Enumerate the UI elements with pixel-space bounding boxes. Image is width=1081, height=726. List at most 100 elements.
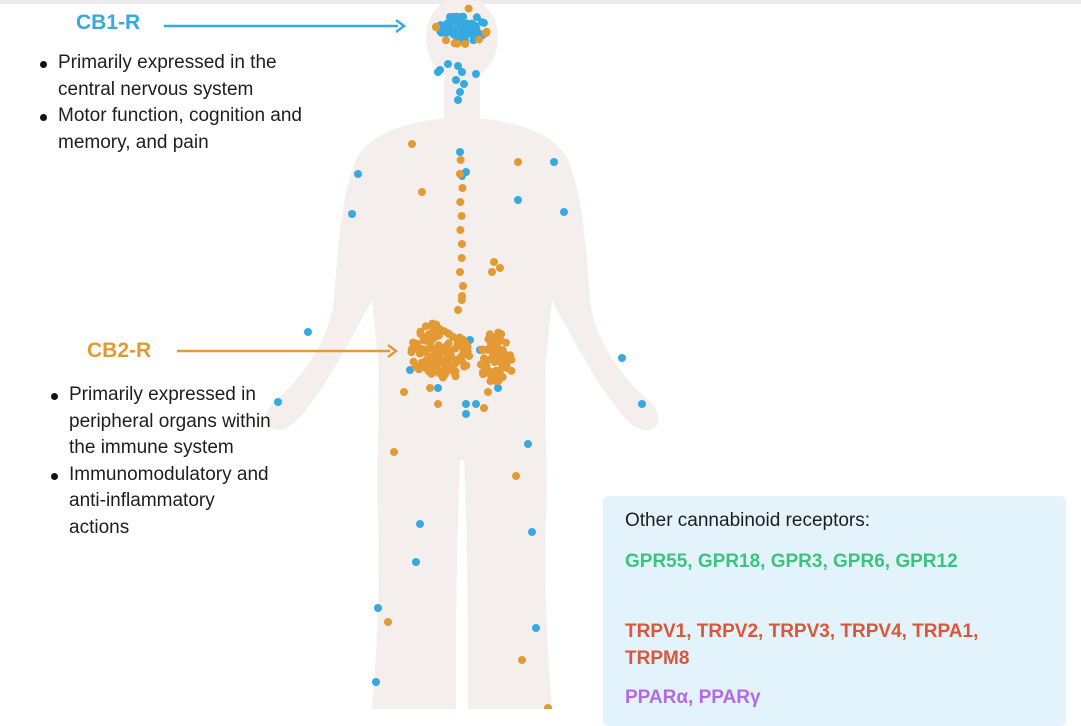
cb2-dot	[435, 369, 444, 378]
cb2-dot	[457, 240, 466, 248]
cb2-dot	[490, 258, 498, 266]
cb1-dot	[528, 528, 536, 536]
cb2-dot	[436, 325, 445, 334]
cb1-dot	[456, 88, 464, 96]
cb2-dot	[494, 328, 503, 337]
cb1-dot	[451, 31, 460, 40]
cb1-dot	[478, 18, 486, 27]
cb1-bullet-list: Primarily expressed in the central nervo…	[38, 50, 338, 156]
cb2-dot	[414, 343, 423, 352]
cb2-dot	[458, 184, 467, 192]
cb2-dot	[454, 306, 462, 314]
cb1-dot	[472, 400, 480, 408]
cb2-dot	[461, 39, 470, 48]
cb1-dot	[454, 96, 462, 104]
cb1-dot	[454, 62, 462, 70]
cb1-bullet: Primarily expressed in the central nervo…	[38, 50, 338, 103]
cb2-dot	[498, 354, 507, 363]
cb2-dot	[501, 338, 510, 347]
cb2-dot	[498, 373, 507, 381]
cb2-dot	[443, 357, 452, 365]
other-receptors-box: Other cannabinoid receptors: GPR55, GPR1…	[603, 496, 1066, 726]
cb2-dot	[421, 356, 430, 365]
cb2-dot	[428, 319, 437, 328]
cb2-dot	[442, 36, 450, 45]
cb2-dot	[475, 35, 483, 44]
cb1-dot	[374, 604, 382, 612]
cb1-dot	[638, 400, 646, 408]
cb2-dot	[456, 226, 465, 234]
cb2-dot	[496, 264, 504, 272]
cb2-dot	[498, 362, 507, 371]
cb2-dot	[444, 344, 453, 353]
cb1-bullet: Motor function, cognition and memory, an…	[38, 103, 338, 156]
cb2-dot	[488, 354, 497, 363]
cb1-dot	[514, 196, 522, 204]
cb1-dot	[532, 624, 540, 632]
top-bar	[0, 0, 1081, 4]
cb2-dot	[464, 4, 473, 13]
cb2-dot	[415, 349, 424, 358]
cb1-dot	[494, 384, 502, 392]
cb1-dot	[472, 70, 480, 78]
cb2-dot	[544, 704, 552, 709]
cb1-receptor-dots	[274, 12, 646, 686]
cb2-dot	[498, 346, 507, 355]
cb1-dot	[452, 76, 460, 84]
cb2-dot	[488, 348, 497, 357]
cb2-dot	[459, 282, 467, 290]
cb2-dot	[458, 292, 466, 300]
cb2-dot	[463, 347, 472, 356]
cb1-dot	[442, 26, 451, 35]
cb2-dot	[484, 388, 492, 396]
cb2-dot	[481, 29, 490, 38]
cb2-receptor-dots	[384, 4, 552, 709]
cb1-dot	[560, 208, 568, 216]
cb2-dot	[450, 39, 459, 48]
cb1-dot	[354, 170, 362, 178]
cb2-dot	[390, 448, 398, 456]
cb1-dot	[458, 68, 466, 76]
cb1-dot	[446, 13, 454, 21]
cb1-dot	[348, 210, 356, 218]
cb1-dot	[274, 398, 282, 406]
cb2-dot	[431, 356, 440, 365]
cb1-dot	[456, 148, 464, 156]
cb2-dot	[487, 376, 496, 385]
cb2-dot	[507, 355, 516, 364]
cb1-dot	[444, 60, 452, 68]
cb2-dot	[456, 156, 465, 164]
cb2-dot	[418, 188, 426, 196]
cb1-arrow	[164, 19, 407, 33]
cb1-dot	[434, 384, 442, 392]
cb2-bullet-list: Primarily expressed in peripheral organs…	[49, 382, 279, 541]
cb2-dot	[456, 198, 465, 206]
cb2-dot	[456, 268, 464, 276]
cb2-bullet: Immunomodulatory and anti-inflammatory a…	[49, 462, 279, 542]
cb2-dot	[458, 340, 466, 349]
cb2-dot	[407, 345, 416, 354]
cb2-dot	[457, 212, 466, 220]
cb2-dot	[427, 369, 436, 378]
cb2-dot	[408, 140, 416, 148]
cb2-dot	[512, 472, 520, 480]
body-diagram	[164, 0, 659, 709]
cb2-dot	[384, 618, 392, 626]
cb2-dot	[456, 170, 464, 178]
cb2-dot	[424, 330, 433, 339]
cb2-dot	[434, 400, 442, 408]
cb2-dot	[518, 656, 526, 664]
cb2-dot	[400, 388, 408, 396]
cb2-arrow	[177, 344, 399, 358]
cb2-dot	[431, 332, 440, 341]
cb1-dot	[550, 158, 558, 166]
cb2-r-label: CB2-R	[87, 339, 152, 362]
cb2-dot	[426, 384, 434, 392]
cb2-dot	[435, 344, 444, 353]
cb1-dot	[460, 80, 468, 88]
cb1-dot	[472, 13, 481, 22]
cb2-dot	[488, 268, 496, 276]
cb1-dot	[462, 410, 470, 418]
cb2-dot	[458, 357, 466, 366]
cb1-dot	[462, 400, 470, 408]
